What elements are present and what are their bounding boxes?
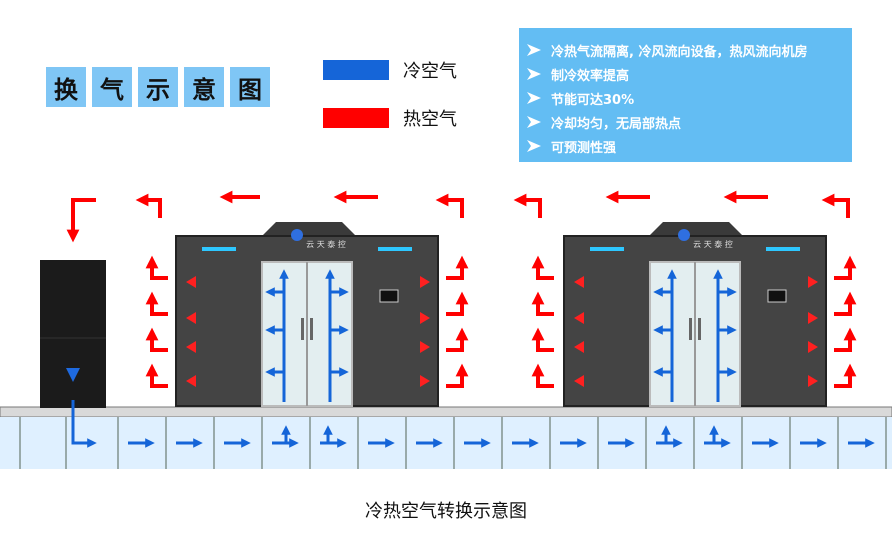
- bullet-arrow-icon: [527, 92, 541, 104]
- info-item: 可预测性强: [527, 134, 842, 158]
- title-char: 图: [230, 67, 270, 107]
- caption: 冷热空气转换示意图: [365, 501, 527, 522]
- side-hot-airflow: [145, 255, 857, 388]
- info-item-text: 制冷效率提高: [551, 68, 630, 84]
- info-item: 冷热气流隔离, 冷风流向设备，热风流向机房: [527, 38, 842, 62]
- legend-item-hot: 热空气: [323, 106, 457, 130]
- info-item-text: 冷热气流隔离, 冷风流向设备，热风流向机房: [551, 44, 808, 60]
- bullet-arrow-icon: [527, 140, 541, 152]
- server-cabinet: [175, 222, 439, 407]
- cabinet-logo-text: 云 天 泰 控: [306, 239, 346, 249]
- hot-swatch: [323, 108, 389, 128]
- title-char: 示: [138, 67, 178, 107]
- info-item: 制冷效率提高: [527, 62, 842, 86]
- air-conditioner-unit: [40, 260, 106, 408]
- info-item: 冷却均匀，无局部热点: [527, 110, 842, 134]
- legend-label-cold: 冷空气: [403, 61, 457, 82]
- cabinet-logo-text: 云 天 泰 控: [693, 239, 733, 249]
- info-item-text: 节能可达30%: [551, 92, 635, 108]
- raised-floor: [0, 406, 892, 469]
- info-box: 冷热气流隔离, 冷风流向设备，热风流向机房 制冷效率提高 节能可达30% 冷却均…: [519, 28, 852, 162]
- bullet-arrow-icon: [527, 116, 541, 128]
- cold-swatch: [323, 60, 389, 80]
- title-char: 气: [92, 67, 132, 107]
- legend-label-hot: 热空气: [403, 109, 457, 130]
- server-cabinet: [563, 222, 827, 407]
- hot-return-airflow: [66, 190, 850, 243]
- legend-item-cold: 冷空气: [323, 58, 457, 82]
- title-char: 换: [46, 67, 86, 107]
- cold-floor-airflow: [71, 400, 875, 448]
- cabinet-logo: 云 天 泰 控: [678, 229, 733, 249]
- info-item: 节能可达30%: [527, 86, 842, 110]
- bullet-arrow-icon: [527, 44, 541, 56]
- info-item-text: 可预测性强: [551, 140, 617, 156]
- bullet-arrow-icon: [527, 68, 541, 80]
- diagram-title: 换 气 示 意 图: [46, 67, 270, 107]
- title-char: 意: [184, 67, 224, 107]
- info-item-text: 冷却均匀，无局部热点: [551, 116, 682, 132]
- legend: 冷空气 热空气: [323, 58, 457, 154]
- cabinet-logo: 云 天 泰 控: [291, 229, 346, 249]
